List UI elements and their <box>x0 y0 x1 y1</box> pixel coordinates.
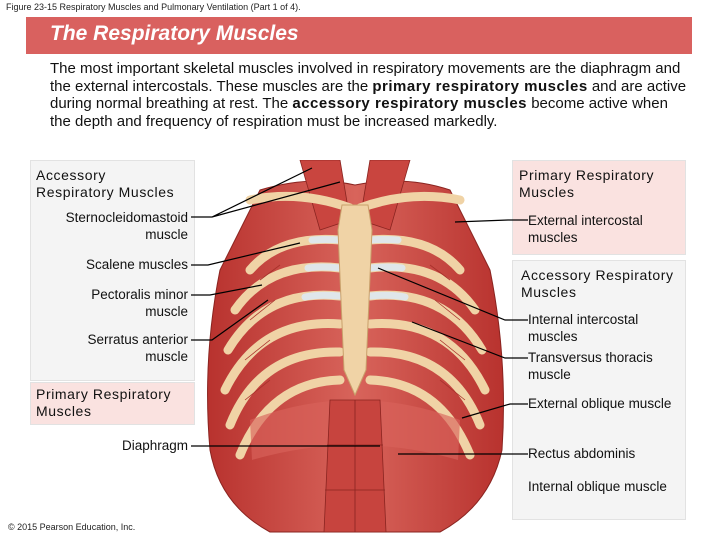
costal-cartilage <box>301 236 409 301</box>
right-accessory-heading: Accessory Respiratory Muscles <box>521 267 674 300</box>
figure-caption: Figure 23-15 Respiratory Muscles and Pul… <box>6 2 301 12</box>
left-primary-heading: Primary Respiratory Muscles <box>36 386 172 419</box>
label-serratus-anterior: Serratus anterior muscle <box>87 332 188 364</box>
right-primary-panel <box>512 160 686 255</box>
intro-text-1: The most important skeletal muscles invo… <box>50 60 681 95</box>
intro-paragraph: The most important skeletal muscles invo… <box>50 60 690 130</box>
label-pectoralis-minor: Pectoralis minor muscle <box>91 287 188 319</box>
leader-pectoralis <box>191 284 263 296</box>
label-internal-oblique: Internal oblique muscle <box>528 479 667 494</box>
copyright: © 2015 Pearson Education, Inc. <box>8 522 136 532</box>
label-internal-intercostal: Internal intercostal muscles <box>528 312 639 344</box>
sternum <box>337 204 373 397</box>
label-rectus-abdominis: Rectus abdominis <box>528 446 636 461</box>
leader-external-intercostal <box>454 219 528 223</box>
label-external-intercostal: External intercostal muscles <box>528 213 643 245</box>
leader-scalene <box>191 242 301 266</box>
label-sternocleidomastoid: Sternocleidomastoid muscle <box>65 210 188 242</box>
leader-transversus <box>411 321 528 359</box>
clavicle-right <box>355 191 465 213</box>
right-primary-heading: Primary Respiratory Muscles <box>519 167 655 200</box>
label-scalene: Scalene muscles <box>85 257 188 272</box>
intro-text-2: and are active during normal breathing a… <box>50 77 687 113</box>
label-external-oblique: External oblique muscle <box>528 396 672 411</box>
intro-bold-primary: primary respiratory muscles <box>372 77 588 95</box>
clavicle-left <box>245 191 355 213</box>
left-primary-panel <box>30 382 195 425</box>
leader-serratus <box>191 299 269 341</box>
intro-text-3: become active when the depth and frequen… <box>50 95 668 130</box>
page-title: The Respiratory Muscles <box>50 22 299 45</box>
title-banner <box>26 17 692 54</box>
left-accessory-panel <box>30 160 195 381</box>
leader-internal-intercostal <box>377 267 528 321</box>
rectus-lines <box>325 400 385 532</box>
thorax-illustration <box>190 160 520 538</box>
thorax-svg <box>207 160 504 533</box>
leader-external-oblique <box>461 403 528 419</box>
intercostal-fibers <box>244 264 466 401</box>
leader-sternocleidomastoid <box>191 167 341 218</box>
right-accessory-panel <box>512 260 686 520</box>
label-diaphragm: Diaphragm <box>121 438 188 453</box>
intro-bold-accessory: accessory respiratory muscles <box>292 95 528 113</box>
left-accessory-heading: Accessory Respiratory Muscles <box>36 167 175 200</box>
label-transversus-thoracis: Transversus thoracis muscle <box>528 350 653 382</box>
